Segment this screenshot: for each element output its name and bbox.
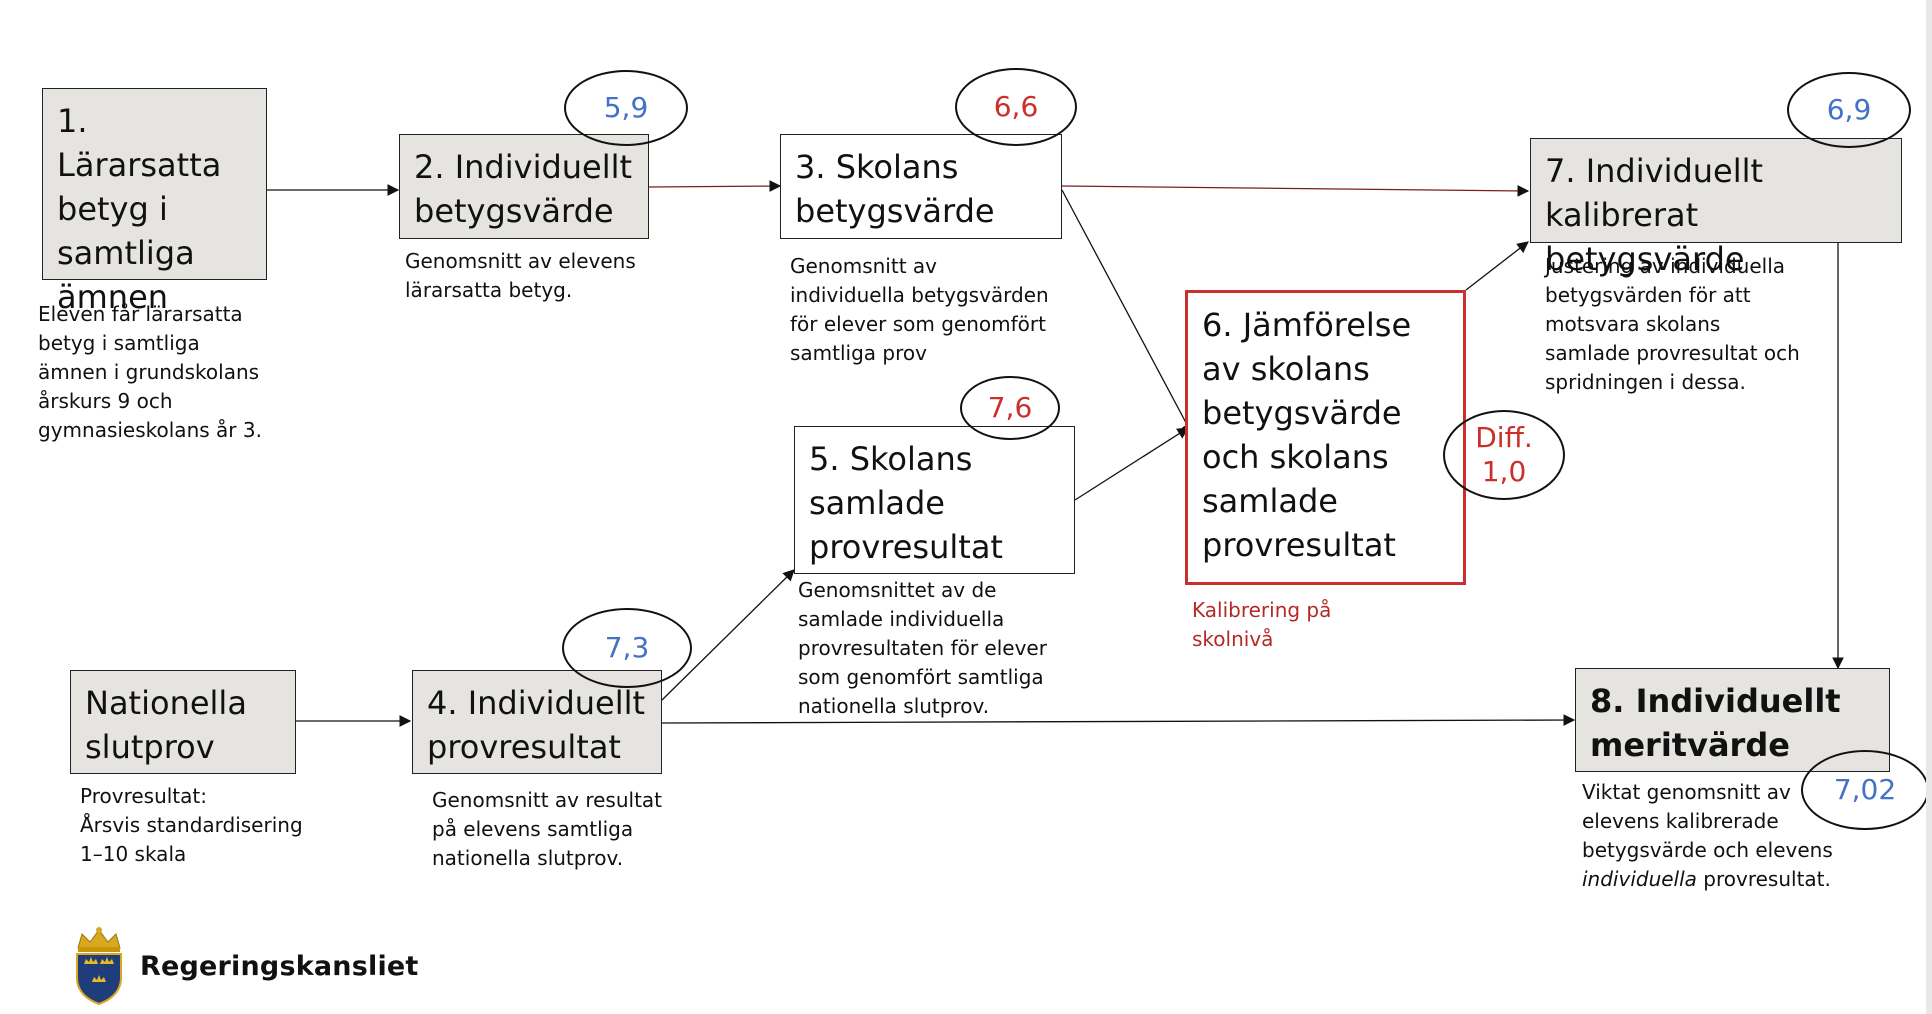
box-nationella-slutprov: Nationella slutprov	[70, 670, 296, 774]
arrow-3-to-7	[1061, 185, 1530, 197]
box-2-individuellt-betygsvarde: 2. Individuellt betygsvärde	[399, 134, 649, 239]
diff-bubble: Diff. 1,0	[1443, 410, 1565, 500]
box-1-lararsatta-betyg: 1. Lärarsatta betyg i samtliga ämnen	[42, 88, 267, 316]
description-5: Genomsnittet av de samlade individuella …	[798, 578, 1047, 718]
value-bubble-2: 5,9	[564, 70, 688, 146]
description-8-italic: individuella	[1582, 867, 1697, 891]
arrow-2-to-3	[647, 180, 782, 192]
box-4-individuellt-provresultat: 4. Individuellt provresultat	[412, 670, 662, 774]
box-3-skolans-betygsvarde: 3. Skolans betygsvärde	[780, 134, 1062, 239]
box-5-skolans-samlade-provresultat: 5. Skolans samlade provresultat	[794, 426, 1075, 574]
description-6-kalibrering: Kalibrering på skolnivå	[1192, 598, 1332, 651]
right-edge-scrollbar	[1926, 0, 1932, 1014]
value-bubble-5: 7,6	[960, 376, 1060, 440]
arrow-4-to-8	[661, 714, 1576, 726]
regeringskansliet-logo: Regeringskansliet	[72, 926, 419, 1006]
description-7: Justering av individuella betygsvärden f…	[1545, 254, 1800, 394]
arrow-3-to-6	[1061, 189, 1193, 436]
value-bubble-8: 7,02	[1801, 750, 1929, 830]
arrow-4-to-5	[661, 569, 795, 701]
description-nationella: Provresultat: Årsvis standardisering 1–1…	[80, 784, 303, 866]
description-1: Eleven får lärarsatta betyg i samtliga ä…	[38, 302, 262, 442]
value-bubble-7: 6,9	[1787, 72, 1911, 148]
description-3: Genomsnitt av individuella betygsvärden …	[790, 254, 1049, 365]
box-7-individuellt-kalibrerat-betygsvarde: 7. Individuellt kalibrerat betygsvärde	[1530, 138, 1902, 278]
value-bubble-4: 7,3	[562, 608, 692, 688]
description-4: Genomsnitt av resultat på elevens samtli…	[432, 788, 663, 870]
value-bubble-3: 6,6	[955, 68, 1077, 146]
description-2: Genomsnitt av elevens lärarsatta betyg.	[405, 249, 636, 302]
arrow-5-to-6	[1074, 427, 1189, 501]
description-8: Viktat genomsnitt av elevens kalibrerade…	[1582, 780, 1833, 891]
arrow-6-to-7	[1465, 241, 1529, 291]
crown-shield-icon	[76, 927, 122, 1006]
box-6-jamforelse: 6. Jämförelse av skolans betygsvärde och…	[1185, 290, 1466, 585]
logo-text: Regeringskansliet	[140, 950, 419, 982]
